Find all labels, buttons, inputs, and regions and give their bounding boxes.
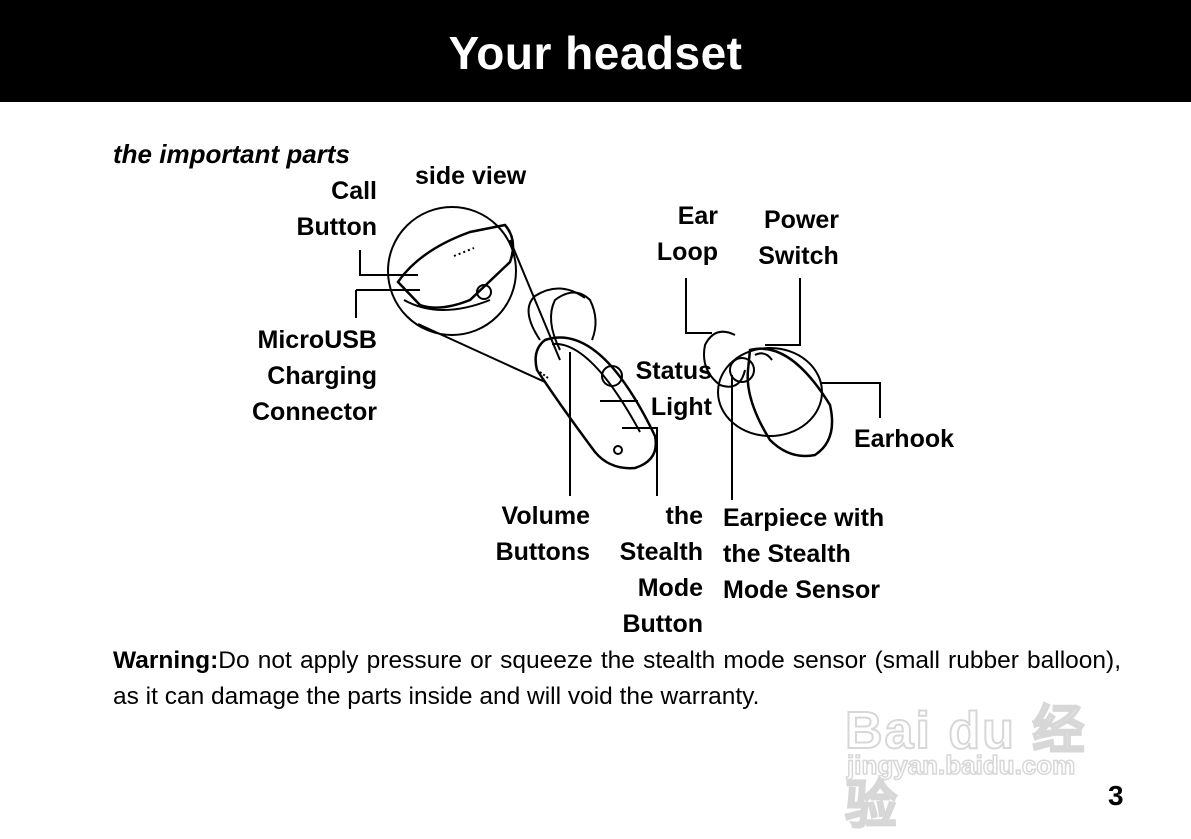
label-line: Connector [252,398,377,426]
side-view-magnifier [387,206,517,336]
page-title: Your headset [448,27,743,79]
label-line: MicroUSB [257,326,377,354]
label-line: Call [331,177,377,205]
headset-left-illustration [527,287,658,470]
label-line: Mode Sensor [723,576,880,604]
warning-paragraph: Warning:Do not apply pressure or squeeze… [113,643,1121,715]
side-view-headset-body [396,223,515,309]
section-subheading: the important parts [113,139,350,169]
label-line: Stealth [619,538,703,566]
call-button-label: Call Button [260,173,377,245]
status-light-label: Status Light [600,353,712,425]
side-view-label: side view [415,162,527,190]
headset-right-illustration [703,330,834,458]
stealth-mode-button-label: the Stealth Mode Button [600,498,703,642]
watermark-url: jingyan.baidu.com [846,749,1076,781]
earpiece-sensor-label: Earpiece with the Stealth Mode Sensor [723,500,884,608]
label-line: Light [650,393,712,421]
label-line: Mode [637,574,703,602]
watermark-brand: Bai du 经验 [844,701,1087,836]
volume-buttons-label: Volume Buttons [470,498,590,570]
watermark-logo: Bai du 经验 jingyan.baidu.com [844,688,1135,836]
label-line: Button [622,610,703,638]
label-line: Earpiece with [723,504,885,532]
warning-label: Warning: [113,647,219,674]
header-bar: Your headset [0,0,1191,102]
page-number: 3 [1108,780,1124,811]
earhook-label: Earhook [854,425,955,453]
label-line: Ear [677,202,718,230]
label-line: Loop [656,238,718,266]
label-line: Status [635,357,712,385]
label-line: the Stealth [723,540,851,568]
power-switch-label: Power Switch [758,202,839,274]
microusb-connector-label: MicroUSB Charging Connector [200,322,377,430]
label-line: Power [764,206,840,234]
ear-loop-label: Ear Loop [620,198,718,270]
label-line: Charging [267,362,377,390]
warning-text: Do not apply pressure or squeeze the ste… [113,647,1121,710]
label-line: the [665,502,704,530]
label-line: Buttons [495,538,590,566]
label-line: Volume [501,502,590,530]
label-line: Button [296,213,377,241]
label-line: Switch [758,242,839,270]
